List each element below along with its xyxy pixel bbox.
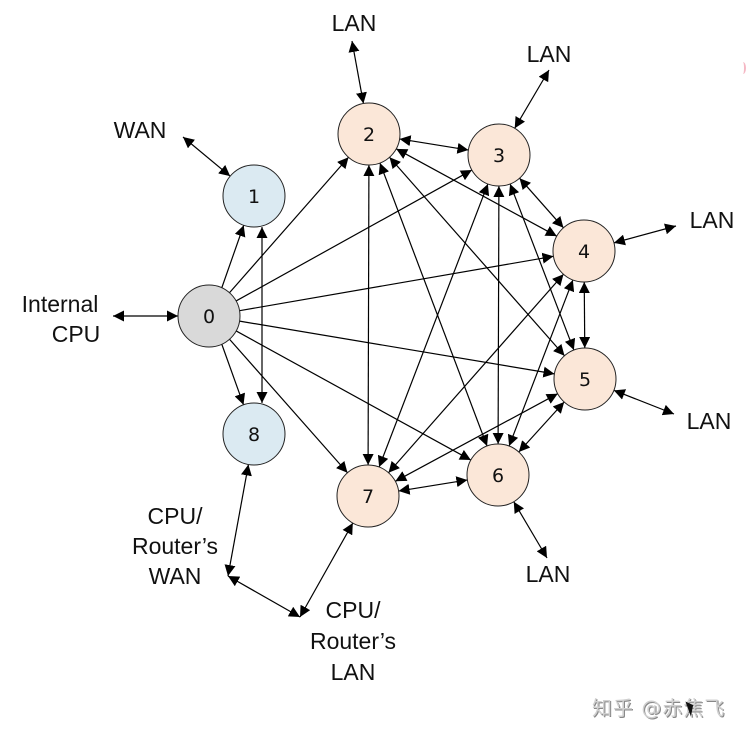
external-edge-wan-1 (182, 136, 231, 177)
lan-label-port4: LAN (690, 207, 735, 233)
port-number: 1 (248, 186, 260, 208)
lan-label-port3: LAN (527, 41, 572, 67)
external-edge-router_wan-8 (224, 464, 252, 577)
external-edge-router_lan-7 (299, 522, 354, 618)
wan-label: WAN (114, 117, 167, 143)
edge-2-6 (378, 162, 489, 447)
lan-label-port2: LAN (332, 10, 377, 36)
port-number: 5 (579, 369, 591, 391)
port-node-0: 0 (177, 284, 241, 348)
edge-0-to-8 (220, 341, 245, 406)
internal-cpu-label-line1: Internal (22, 291, 99, 317)
external-edge-lan3-3 (514, 69, 550, 129)
port-circle (467, 123, 531, 187)
port-number: 7 (362, 486, 374, 508)
router-wan-label-line1: CPU/ (148, 503, 204, 529)
port-circle (222, 402, 286, 466)
port-node-6: 6 (466, 443, 530, 507)
port-circle (553, 347, 617, 411)
port-number: 6 (492, 465, 504, 487)
port-node-8: 8 (222, 402, 286, 466)
edge-5-7 (395, 393, 558, 482)
port-number: 3 (493, 145, 505, 167)
port-circle (222, 164, 286, 228)
edge-0-to-4 (239, 252, 554, 312)
port-number: 4 (578, 241, 590, 263)
port-node-4: 4 (552, 219, 616, 283)
port-number: 0 (203, 306, 215, 328)
port-circle (336, 464, 400, 528)
edge-6-7 (398, 476, 468, 495)
edge-4-5 (578, 281, 591, 349)
port-node-1: 1 (222, 164, 286, 228)
red-artifact (740, 62, 746, 74)
port-circle (466, 443, 530, 507)
router-lan-label-line2: Router’s (310, 628, 396, 654)
edge-0-to-7 (229, 338, 348, 474)
port-circle (337, 102, 401, 166)
external-edge-lan4-4 (613, 223, 677, 246)
router-lan-label-line1: CPU/ (326, 597, 382, 623)
router-lan-label-line3: LAN (331, 659, 376, 685)
port-number: 2 (363, 124, 375, 146)
lan-label-port5: LAN (687, 408, 732, 434)
port-circle (552, 219, 616, 283)
watermark-text: 知乎 @赤焦飞 (592, 696, 726, 720)
port-node-3: 3 (467, 123, 531, 187)
edge-3-7 (377, 183, 490, 468)
edge-5-6 (518, 401, 565, 453)
router-wan-label-line2: Router’s (132, 533, 218, 559)
external-edge-lan2-2 (348, 40, 367, 104)
router-wan-label-line3: WAN (149, 563, 202, 589)
edge-0-to-2 (229, 156, 349, 294)
edge-3-6 (492, 185, 505, 445)
edge-3-4 (519, 177, 564, 229)
port-circle (177, 284, 241, 348)
port-node-7: 7 (336, 464, 400, 528)
edge-0-to-1 (220, 225, 246, 291)
edge-2-3 (399, 135, 469, 154)
port-node-2: 2 (337, 102, 401, 166)
port-number: 8 (248, 424, 260, 446)
edge-2-7 (362, 164, 375, 466)
external-edge-lan6-6 (513, 501, 548, 559)
lan-label-port6: LAN (526, 561, 571, 587)
internal-cpu-label-line2: CPU (52, 321, 101, 347)
external-edge-router_wan-router_lan (227, 575, 301, 618)
edge-0-to-5 (239, 320, 555, 378)
port-node-5: 5 (553, 347, 617, 411)
external-edge-lan5-5 (613, 389, 675, 416)
